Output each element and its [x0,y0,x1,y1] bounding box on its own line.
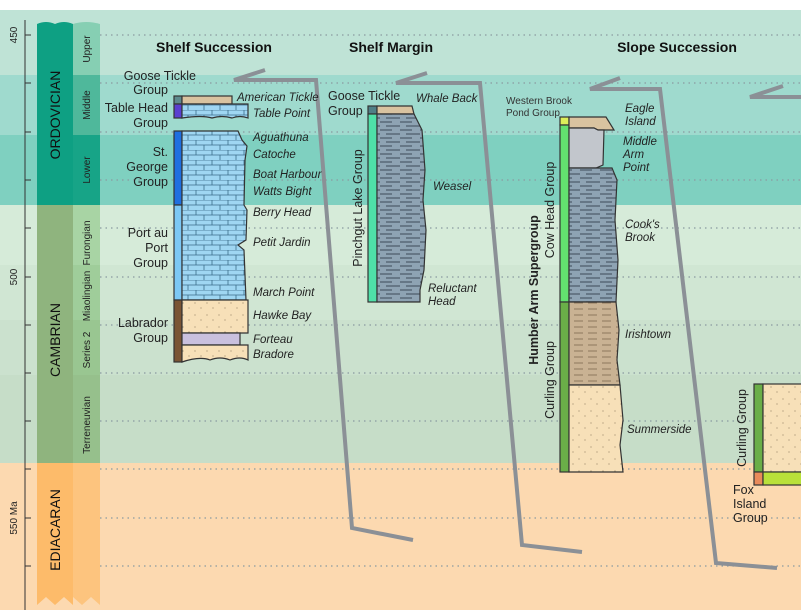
period-ediacaran: EDIACARAN [47,489,63,571]
group-cow-head: Cow Head Group [543,162,557,259]
period-ordovician: ORDOVICIAN [47,71,63,160]
fm-watts-bight: Watts Bight [253,186,312,198]
fm-aguathuna: Aguathuna [252,132,309,144]
epoch-upper: Upper [82,35,93,63]
tick-550: 550 Ma [9,501,20,535]
timescale: ORDOVICIAN CAMBRIAN EDIACARAN Upper Midd… [37,22,100,605]
epoch-lower: Lower [82,156,93,184]
fm-bradore: Bradore [253,349,294,361]
fm-march-point: March Point [253,287,315,299]
tick-450: 450 [9,26,20,43]
fm-boat-harbour: Boat Harbour [253,169,323,181]
epoch-furongian: Furongian [82,220,93,265]
title-shelf-succession: Shelf Succession [156,39,272,55]
fm-petit-jardin: Petit Jardin [253,237,311,249]
group-curling-outer: Curling Group [735,389,749,467]
epoch-middle: Middle [82,90,93,120]
epoch-terreneuvian: Terreneuvian [82,396,93,454]
fm-whale-back: Whale Back [416,93,479,105]
group-pinchgut-lake: Pinchgut Lake Group [351,149,365,266]
fm-hawke-bay: Hawke Bay [253,310,312,322]
group-curling-slope: Curling Group [543,341,557,419]
fm-american-tickle: American Tickle [236,92,319,104]
fm-irishtown: Irishtown [625,329,671,341]
group-humber-arm: Humber Arm Supergroup [527,215,541,365]
title-shelf-margin: Shelf Margin [349,39,433,55]
epoch-series2: Series 2 [82,331,93,368]
age-axis: 450 500 550 Ma [9,20,31,610]
title-slope-succession: Slope Succession [617,39,737,55]
correlation-arrows [233,68,801,570]
fm-forteau: Forteau [253,334,293,346]
time-bands [0,10,801,610]
period-cambrian: CAMBRIAN [47,303,63,377]
fm-table-point: Table Point [253,108,311,120]
fm-catoche: Catoche [253,149,296,161]
epoch-miaolingian: Miaolingian [82,271,93,322]
fm-berry-head: Berry Head [253,207,312,219]
fm-weasel: Weasel [433,181,472,193]
tick-500: 500 [9,268,20,285]
fm-summerside: Summerside [627,424,692,436]
